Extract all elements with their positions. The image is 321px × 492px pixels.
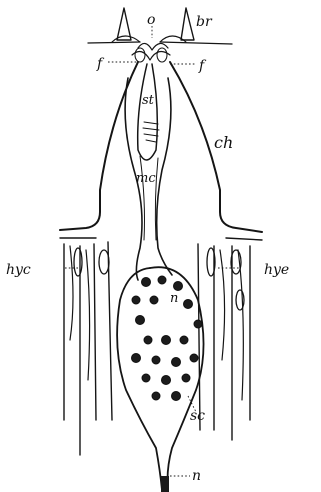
hypodermis-right: [198, 244, 250, 440]
label-st: st: [142, 93, 155, 108]
pore-folds: [132, 43, 170, 62]
label-hye: hye: [264, 262, 289, 278]
label-sc: sc: [190, 408, 205, 424]
label-ch: ch: [214, 133, 233, 152]
hypodermis-left: [64, 242, 112, 455]
stiff-tip: [138, 64, 159, 160]
label-o: o: [147, 12, 155, 28]
nuclei-cluster: [132, 276, 203, 401]
label-mc: mc: [136, 171, 156, 186]
nerve-fiber: [161, 476, 169, 492]
label-n-nucleus: n: [170, 291, 178, 306]
label-f-left: f: [96, 56, 105, 72]
label-br: br: [196, 14, 213, 30]
label-f-right: f: [198, 58, 207, 74]
label-n-nerve: n: [192, 468, 201, 484]
label-hyc: hyc: [6, 262, 31, 278]
